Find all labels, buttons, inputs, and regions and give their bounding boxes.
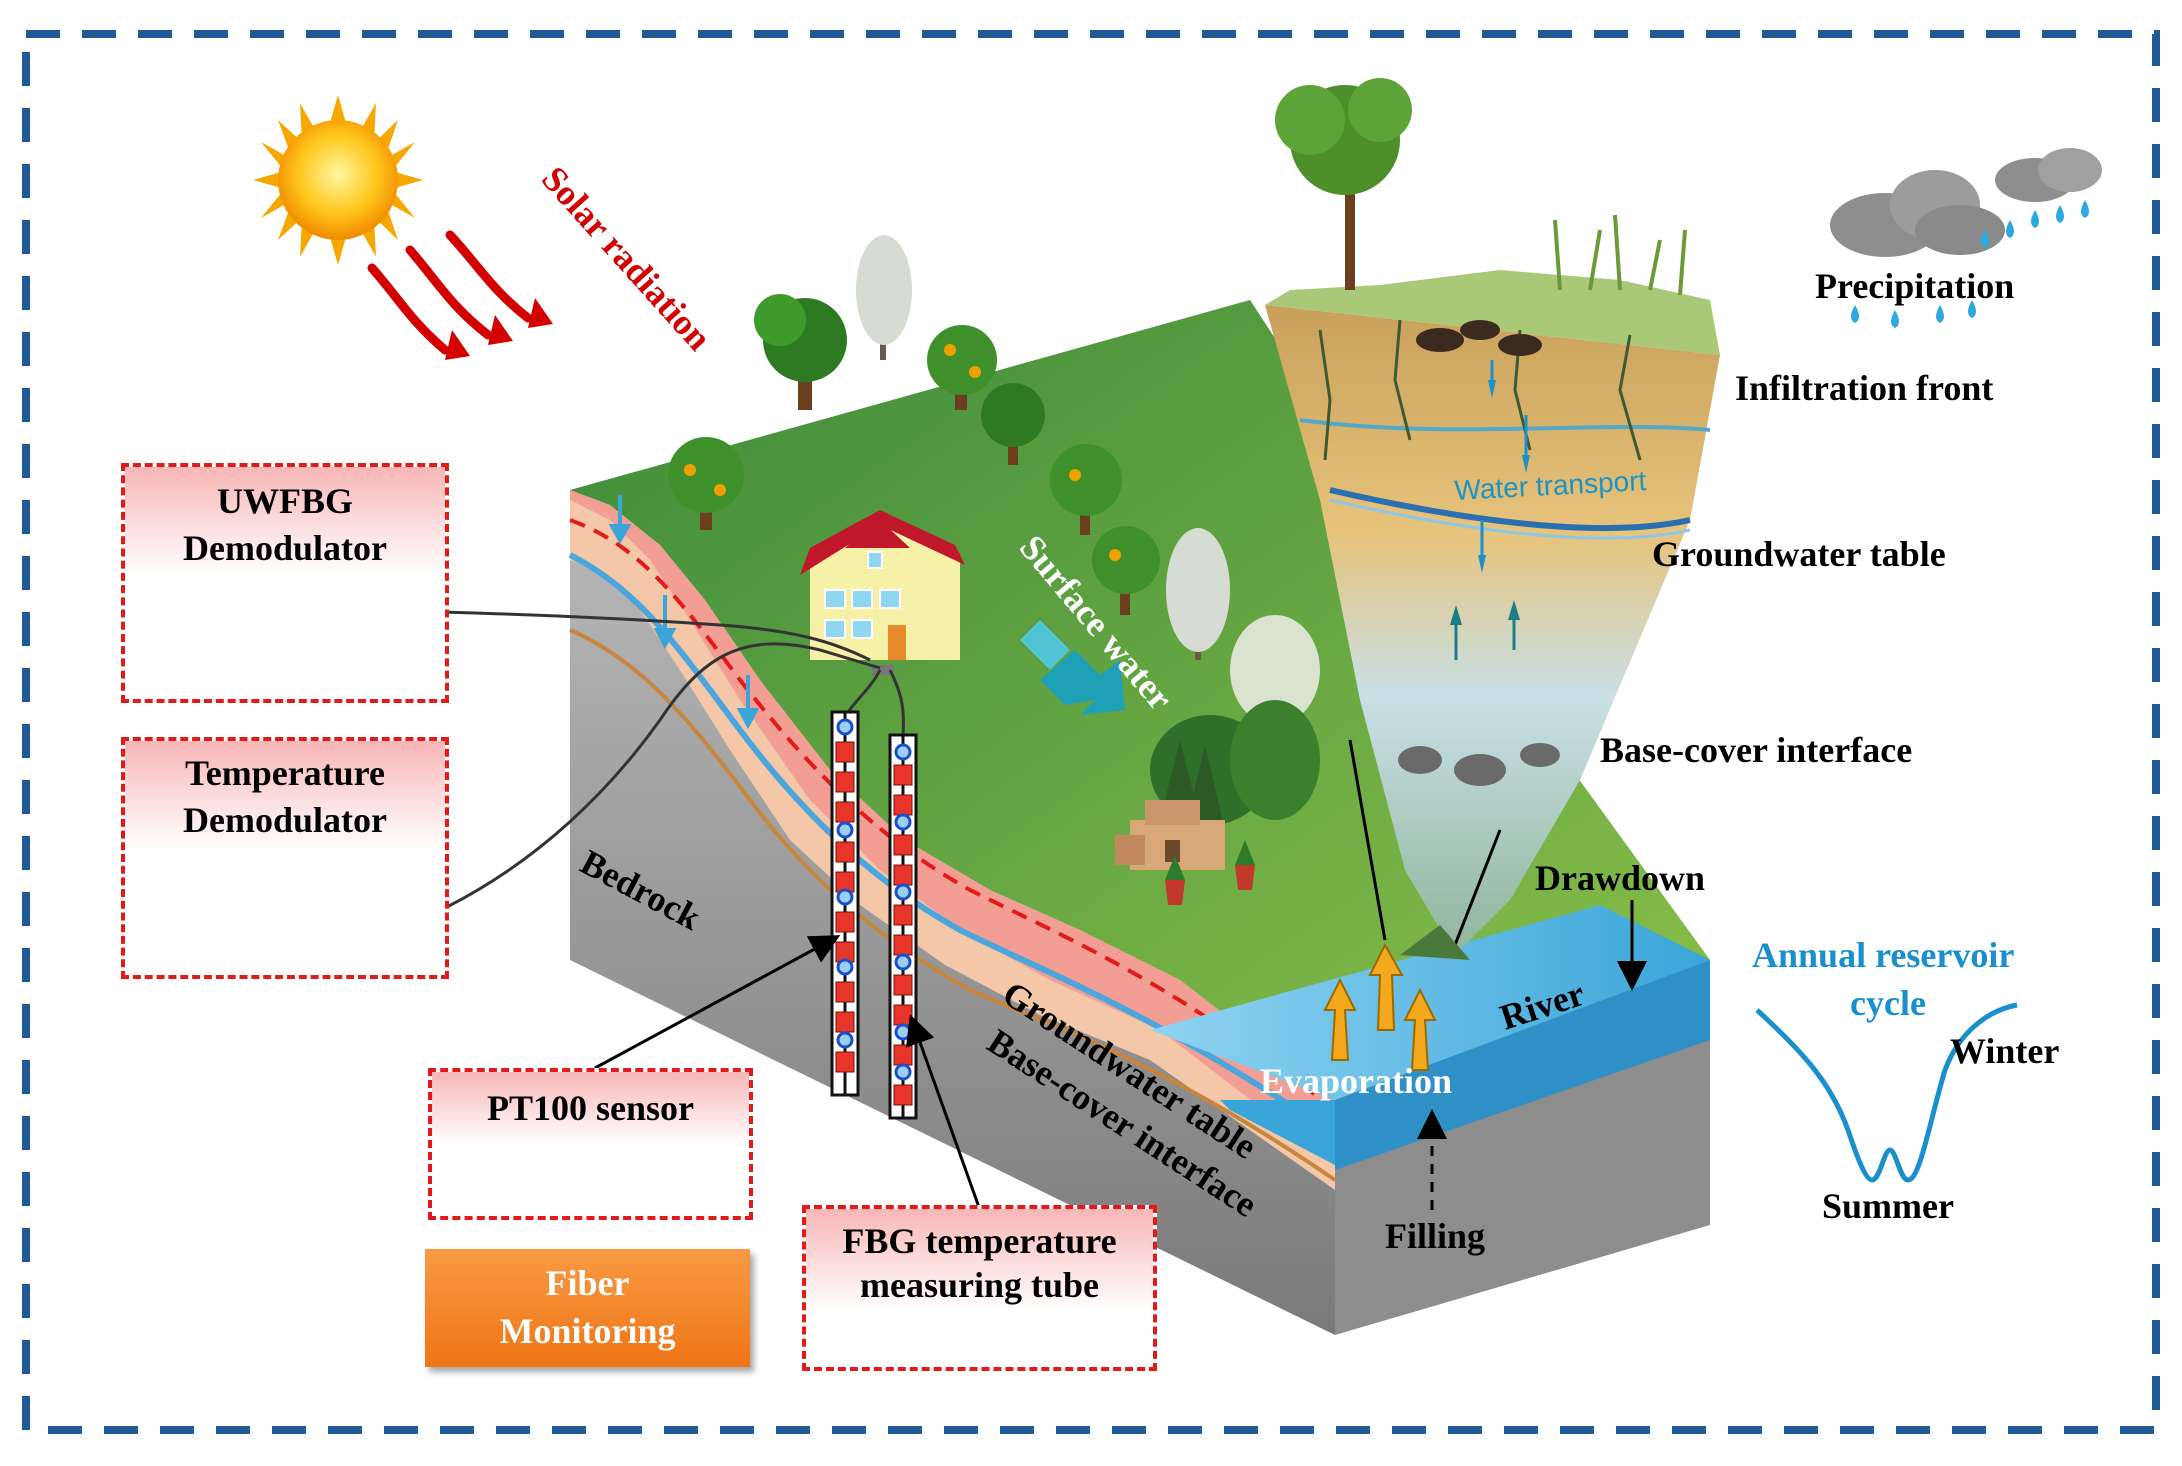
precipitation-label: Precipitation	[1815, 266, 2014, 306]
outer-dashed-border	[22, 30, 2160, 1434]
river-surface	[1150, 905, 1710, 1100]
summer-label: Summer	[1822, 1186, 1954, 1226]
winter-label: Winter	[1950, 1031, 2059, 1071]
evaporation-arrows	[1323, 942, 1437, 1071]
cone-left-line	[1348, 739, 1387, 941]
fbg-tube	[888, 733, 918, 1120]
sun-icon	[253, 95, 423, 265]
soil-cross-section	[1265, 78, 1720, 955]
temperature-cable	[444, 642, 881, 910]
cone-right-line	[1453, 829, 1502, 946]
cone-tip-marker	[1400, 925, 1470, 960]
surface-soil-layer	[570, 490, 1335, 1165]
reservoir-cycle-curve	[1755, 1002, 2018, 1183]
fbg-title-1: FBG temperature	[842, 1221, 1117, 1261]
base-cover-interface-line	[569, 628, 1337, 1182]
pt100-pointer-arrow	[594, 935, 841, 1070]
uwfbg-title-1: UWFBG	[216, 481, 353, 521]
drawdown-label: Drawdown	[1535, 858, 1705, 898]
tube2-cable	[888, 669, 905, 736]
reservoir-cycle-title-2: cycle	[1850, 983, 1926, 1023]
uwfbg-title-2: Demodulator	[183, 528, 387, 568]
solar-radiation-label: Solar radiation	[534, 159, 719, 358]
reservoir-cycle-title-1: Annual reservoir	[1752, 935, 2014, 975]
pt100-sensor-box: PT100 sensor	[428, 1068, 753, 1220]
solar-radiation-arrows	[367, 230, 553, 360]
infiltration-dash-line	[569, 518, 1337, 1112]
cloud-icon	[1830, 148, 2102, 257]
fbg-pointer-arrow	[905, 1014, 982, 1211]
bedrock-layer	[570, 500, 1335, 1335]
fiber-monitoring-box: Fiber Monitoring	[425, 1249, 750, 1367]
surface-water-arrows	[1020, 620, 1125, 715]
infiltration-arrows	[608, 495, 760, 730]
fbg-title-2: measuring tube	[859, 1265, 1099, 1305]
fbg-tube-box: FBG temperature measuring tube	[802, 1205, 1157, 1371]
base-cover-interface-label: Base-cover interface	[1600, 730, 1912, 770]
fiber-monitoring-title-1: Fiber	[545, 1263, 630, 1303]
bedrock-side	[1335, 1035, 1710, 1335]
filling-label: Filling	[1385, 1216, 1485, 1256]
village-icon	[1115, 800, 1255, 905]
raindrop-icons	[1851, 200, 2089, 328]
tree-icons	[668, 235, 1320, 830]
groundwater-table-label: Groundwater table	[1652, 534, 1946, 574]
uwfbg-demodulator-box: UWFBG Demodulator	[121, 463, 449, 703]
temperature-demodulator-box: Temperature Demodulator	[121, 737, 449, 979]
infiltration-front-label: Infiltration front	[1735, 368, 1993, 408]
temperature-title-1: Temperature	[185, 753, 385, 793]
temperature-title-2: Demodulator	[183, 800, 387, 840]
evaporation-label: Evaporation	[1260, 1061, 1452, 1101]
pt100-title: PT100 sensor	[487, 1088, 694, 1128]
house-icon	[800, 510, 965, 675]
fiber-monitoring-title-2: Monitoring	[499, 1311, 676, 1351]
uwfbg-cable	[439, 610, 871, 662]
pt100-tube	[830, 710, 860, 1097]
